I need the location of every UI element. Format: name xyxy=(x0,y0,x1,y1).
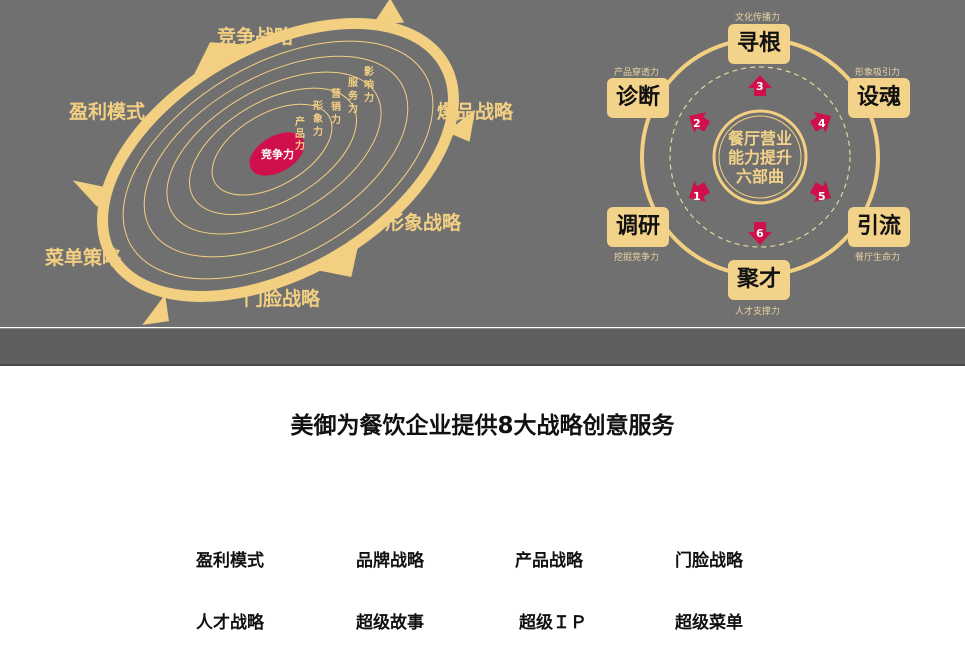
service-talent-strategy: 人才战略 xyxy=(196,613,264,633)
node-yinliu: 引流 xyxy=(848,207,910,247)
ring-label-marketing: 营销力 xyxy=(331,89,341,126)
ring-label-influence: 影响力 xyxy=(364,67,374,104)
arrow-number-1: 1 xyxy=(693,190,701,203)
arrow-number-4: 4 xyxy=(818,117,826,130)
arrow-number-5: 5 xyxy=(818,190,826,203)
six-steps-diagram xyxy=(640,37,880,277)
center-line-1: 餐厅营业 xyxy=(727,129,792,148)
divider-band xyxy=(0,328,965,366)
caption-diaoyan: 挖掘竞争力 xyxy=(614,253,660,263)
center-line-3: 六部曲 xyxy=(735,167,784,186)
caption-jucai: 人才支撑力 xyxy=(735,307,781,317)
node-jucai: 聚才 xyxy=(728,260,790,300)
competition-ellipse-diagram xyxy=(72,0,476,325)
node-sheihun: 设魂 xyxy=(848,78,910,118)
center-label: 竞争力 xyxy=(261,148,294,161)
caption-sheihun: 形象吸引力 xyxy=(855,68,901,78)
node-zhenduan: 诊断 xyxy=(607,78,669,118)
service-super-story: 超级故事 xyxy=(356,613,424,633)
service-profit-model: 盈利模式 xyxy=(196,551,264,571)
arrow-number-3: 3 xyxy=(756,80,764,93)
service-storefront-strategy: 门脸战略 xyxy=(675,551,743,571)
strategy-menu: 菜单策略 xyxy=(45,247,122,269)
page-title: 美御为餐饮企业提供8大战略创意服务 xyxy=(290,413,675,439)
ring-label-product: 产品力 xyxy=(295,117,305,152)
service-brand-strategy: 品牌战略 xyxy=(356,551,424,571)
strategy-profit-model: 盈利模式 xyxy=(69,101,146,123)
strategy-hit-product: 爆品战略 xyxy=(437,101,514,123)
arrow-number-6: 6 xyxy=(756,227,764,240)
caption-xungen: 文化传播力 xyxy=(735,13,781,23)
hero-banner: 竞争力 产品力 形象力 营销力 服务力 影响力 竞争战略 爆品战略 形象战略 门… xyxy=(0,0,965,327)
center-line-2: 能力提升 xyxy=(727,148,792,167)
caption-zhenduan: 产品穿透力 xyxy=(614,68,660,78)
strategy-competition: 竞争战略 xyxy=(217,26,294,48)
strategy-storefront: 门脸战略 xyxy=(244,288,321,310)
node-diaoyan: 调研 xyxy=(607,207,669,247)
arrow-number-2: 2 xyxy=(693,117,701,130)
strategy-image: 形象战略 xyxy=(385,212,462,234)
service-super-ip: 超级ＩＰ xyxy=(519,613,587,633)
caption-yinliu: 餐厅生命力 xyxy=(855,253,901,263)
ring-label-image: 形象力 xyxy=(313,101,323,138)
service-super-menu: 超级菜单 xyxy=(675,613,743,633)
service-product-strategy: 产品战略 xyxy=(515,551,583,571)
node-xungen: 寻根 xyxy=(728,24,790,64)
ring-label-service: 服务力 xyxy=(348,78,358,115)
